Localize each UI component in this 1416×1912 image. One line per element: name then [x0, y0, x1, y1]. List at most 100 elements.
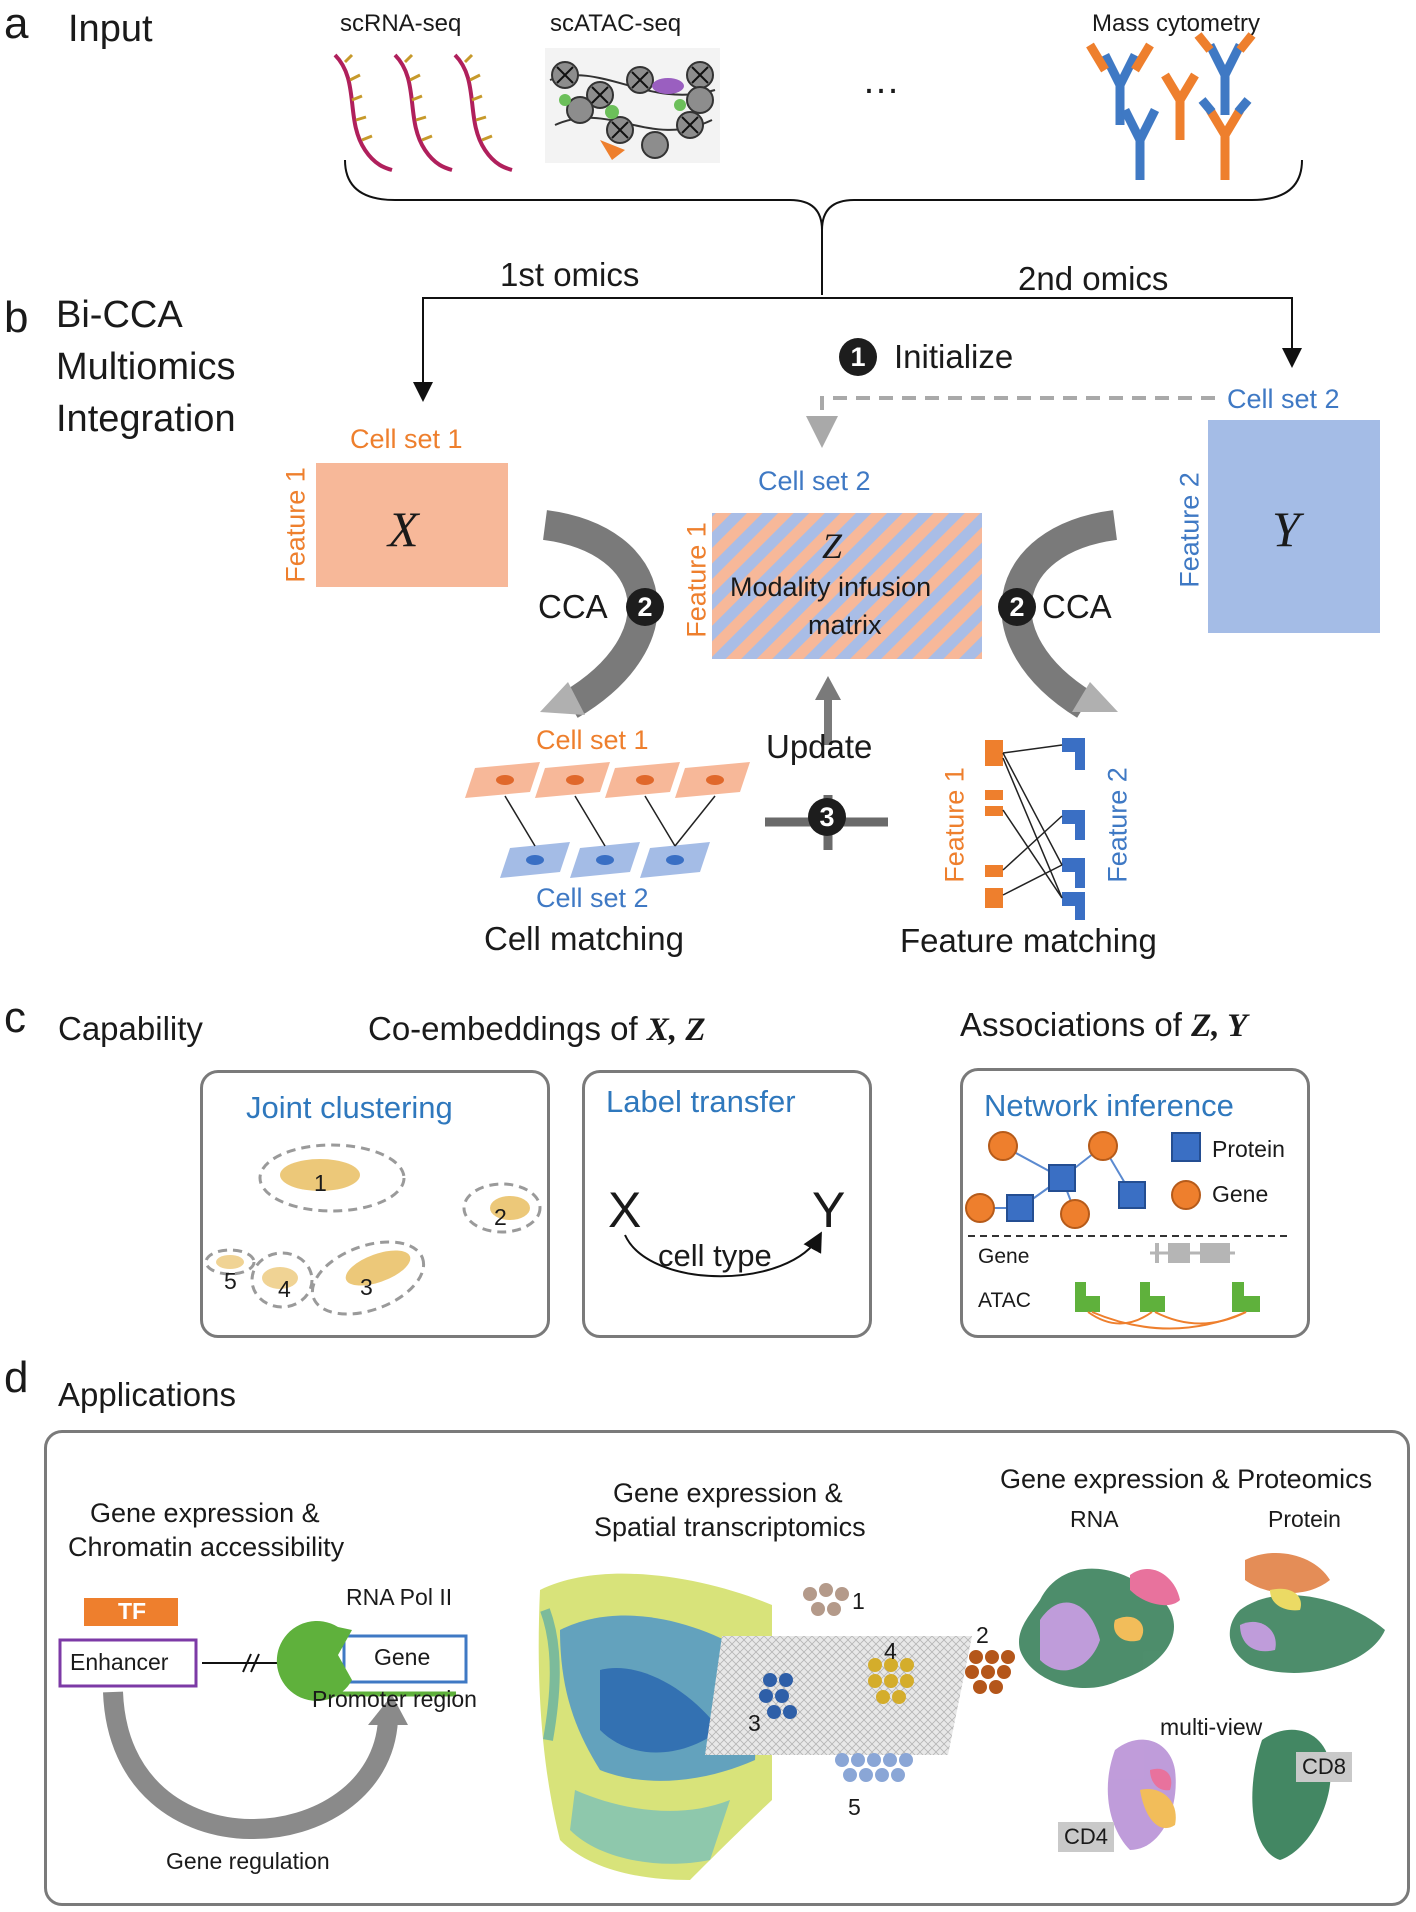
step-2-right-badge: 2: [998, 588, 1036, 626]
y-cell-set-2-label: Cell set 2: [1227, 384, 1340, 414]
legend-gene-swatch: [1171, 1180, 1201, 1210]
matrix-z: [712, 513, 982, 659]
matching-cell-set-2-label: Cell set 2: [536, 883, 649, 913]
y-feature-2-label: Feature 2: [1174, 472, 1205, 588]
associations-heading: Associations of Z, Y: [960, 1008, 1247, 1043]
z-caption-line-1: Modality infusion: [730, 572, 932, 602]
y-symbol: Y: [1272, 501, 1300, 557]
matching-cell-set-1-label: Cell set 1: [536, 725, 649, 755]
matrix-x: [316, 463, 508, 587]
initialize-arrow: [806, 396, 1215, 448]
step-1-badge: 1: [839, 338, 877, 376]
gene-track: [1150, 1243, 1235, 1263]
multi-view-label: multi-view: [1160, 1714, 1263, 1740]
gene-regulation-label: Gene regulation: [166, 1848, 330, 1874]
atac-peaks: [1075, 1282, 1260, 1312]
ge-ca-title-line-2: Chromatin accessibility: [68, 1532, 345, 1562]
spot-3-label: 3: [748, 1710, 761, 1736]
z-caption-line-2: matrix: [808, 610, 882, 640]
antibody-icons: [1086, 32, 1256, 180]
track-gene-label: Gene: [978, 1245, 1030, 1268]
tf-box: [84, 1598, 178, 1626]
gene-label: Gene: [374, 1644, 431, 1670]
second-omics-label: 2nd omics: [1018, 260, 1169, 297]
label-transfer-cell-type: cell type: [658, 1238, 772, 1273]
protein-embedding-label: Protein: [1268, 1506, 1341, 1532]
cluster-5-label: 5: [224, 1268, 237, 1294]
panel-b-letter: b: [4, 293, 29, 342]
cell-matching-label: Cell matching: [484, 920, 684, 957]
matching-feature-1-label: Feature 1: [939, 767, 970, 883]
panel-c-title: Capability: [58, 1010, 203, 1047]
panel-b-title-line-1: Bi-CCA: [56, 294, 183, 336]
cell-matching-lines: [504, 795, 716, 847]
enhancer-label: Enhancer: [70, 1649, 169, 1675]
rna-embedding: [1019, 1568, 1180, 1689]
legend-gene-label: Gene: [1212, 1181, 1269, 1207]
label-transfer-y: Y: [812, 1182, 846, 1238]
panel-c-letter: c: [4, 993, 26, 1042]
promoter-label: Promoter region: [312, 1686, 477, 1712]
label-transfer-x: X: [608, 1182, 642, 1238]
input-brace: [344, 159, 1303, 231]
ge-prot-title: Gene expression & Proteomics: [1000, 1464, 1373, 1494]
legend-protein-label: Protein: [1212, 1136, 1285, 1162]
co-embeddings-prefix: Co-embeddings of: [368, 1010, 647, 1047]
scatac-seq-icon: [545, 48, 720, 163]
network-inference-title: Network inference: [984, 1088, 1234, 1123]
co-embeddings-vars: X, Z: [646, 1012, 706, 1048]
initialize-label: Initialize: [894, 338, 1014, 375]
cd8-label: CD8: [1296, 1752, 1353, 1782]
first-omics-label: 1st omics: [500, 256, 640, 293]
joint-clustering-box: [200, 1070, 550, 1338]
cluster-4-label: 4: [278, 1276, 291, 1302]
rna-embedding-label: RNA: [1070, 1506, 1119, 1532]
cluster-2-label: 2: [494, 1204, 507, 1230]
spot-cluster-4: [868, 1658, 914, 1704]
step-3-badge: 3: [808, 798, 846, 836]
ge-ca-title-line-1: Gene expression &: [90, 1498, 320, 1528]
z-cell-set-2-label: Cell set 2: [758, 466, 871, 496]
cd4-label: CD4: [1058, 1822, 1115, 1852]
spatial-tissue-map: [538, 1573, 772, 1880]
spot-2-label: 2: [976, 1622, 989, 1648]
applications-box: [44, 1430, 1410, 1906]
cluster-1-label: 1: [314, 1170, 327, 1196]
z-feature-1-label: Feature 1: [681, 522, 712, 638]
label-transfer-box: [582, 1070, 872, 1338]
network-inference-box: [960, 1068, 1310, 1338]
rna-pol-label: RNA Pol II: [346, 1584, 453, 1610]
cca-right-label: CCA: [1042, 588, 1112, 625]
spot-cluster-3: [759, 1673, 797, 1719]
spot-cluster-2: [965, 1650, 1015, 1694]
cluster-3-label: 3: [360, 1274, 373, 1300]
step-2-left-badge: 2: [626, 588, 664, 626]
update-label: Update: [766, 728, 873, 765]
panel-d-title: Applications: [58, 1376, 236, 1413]
feature-2-glyphs: [1062, 738, 1085, 920]
spot-cluster-5: [835, 1753, 913, 1782]
joint-clustering-plot: [204, 1143, 542, 1316]
multi-view-embedding-cd4: [1107, 1739, 1176, 1850]
associations-prefix: Associations of: [960, 1006, 1192, 1043]
joint-clustering-title: Joint clustering: [246, 1090, 453, 1125]
associations-vars: Z, Y: [1191, 1008, 1248, 1044]
co-embeddings-heading: Co-embeddings of X, Z: [368, 1012, 706, 1047]
spot-4-label: 4: [884, 1638, 897, 1664]
scatac-seq-label: scATAC-seq: [550, 10, 682, 37]
x-cell-set-1-label: Cell set 1: [350, 424, 463, 454]
scrna-seq-icon: [333, 53, 513, 172]
gene-box: [342, 1634, 468, 1684]
spot-1-label: 1: [852, 1588, 865, 1614]
label-transfer-arrow: [624, 1231, 822, 1278]
panel-d-letter: d: [4, 1353, 29, 1402]
ge-st-title-line-1: Gene expression &: [613, 1478, 843, 1508]
track-atac-label: ATAC: [978, 1289, 1031, 1312]
feature-matching-label: Feature matching: [900, 922, 1157, 959]
rna-pol-icon: [276, 1620, 352, 1701]
ellipsis: …: [862, 60, 900, 102]
panel-b-title-line-3: Integration: [56, 398, 236, 440]
x-feature-1-label: Feature 1: [280, 467, 311, 583]
cca-left-label: CCA: [538, 588, 608, 625]
